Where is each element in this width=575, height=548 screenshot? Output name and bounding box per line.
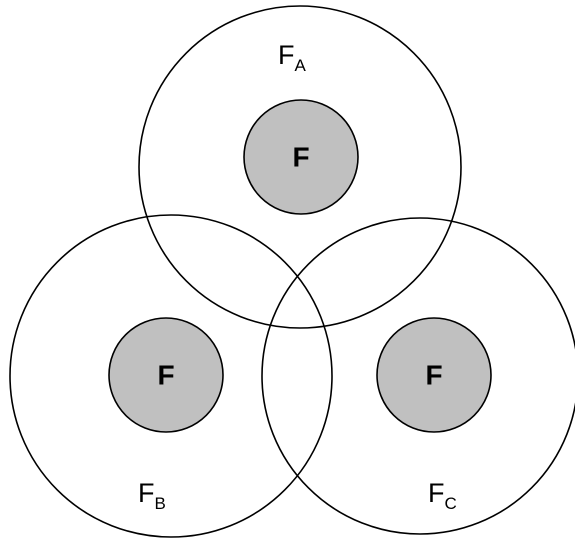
- set-label-b: FB: [138, 478, 166, 513]
- inner-label-a: F: [292, 142, 309, 173]
- set-label-a: FA: [278, 40, 307, 75]
- set-label-a-sub: A: [295, 56, 307, 75]
- set-label-c-sub: C: [445, 494, 457, 513]
- inner-label-b: F: [157, 360, 174, 391]
- set-label-b-sub: B: [155, 494, 166, 513]
- set-label-c: FC: [428, 478, 457, 513]
- set-label-c-main: F: [428, 478, 445, 508]
- outer-circle-a: [138, 5, 462, 329]
- set-label-b-main: F: [138, 478, 155, 508]
- set-label-a-main: F: [278, 40, 295, 70]
- inner-circle-b: [108, 317, 224, 433]
- inner-label-c: F: [425, 360, 442, 391]
- inner-circle-a: [243, 99, 359, 215]
- outer-circle-b: [9, 214, 333, 538]
- inner-circle-c: [376, 317, 492, 433]
- outer-circle-c: [261, 217, 575, 535]
